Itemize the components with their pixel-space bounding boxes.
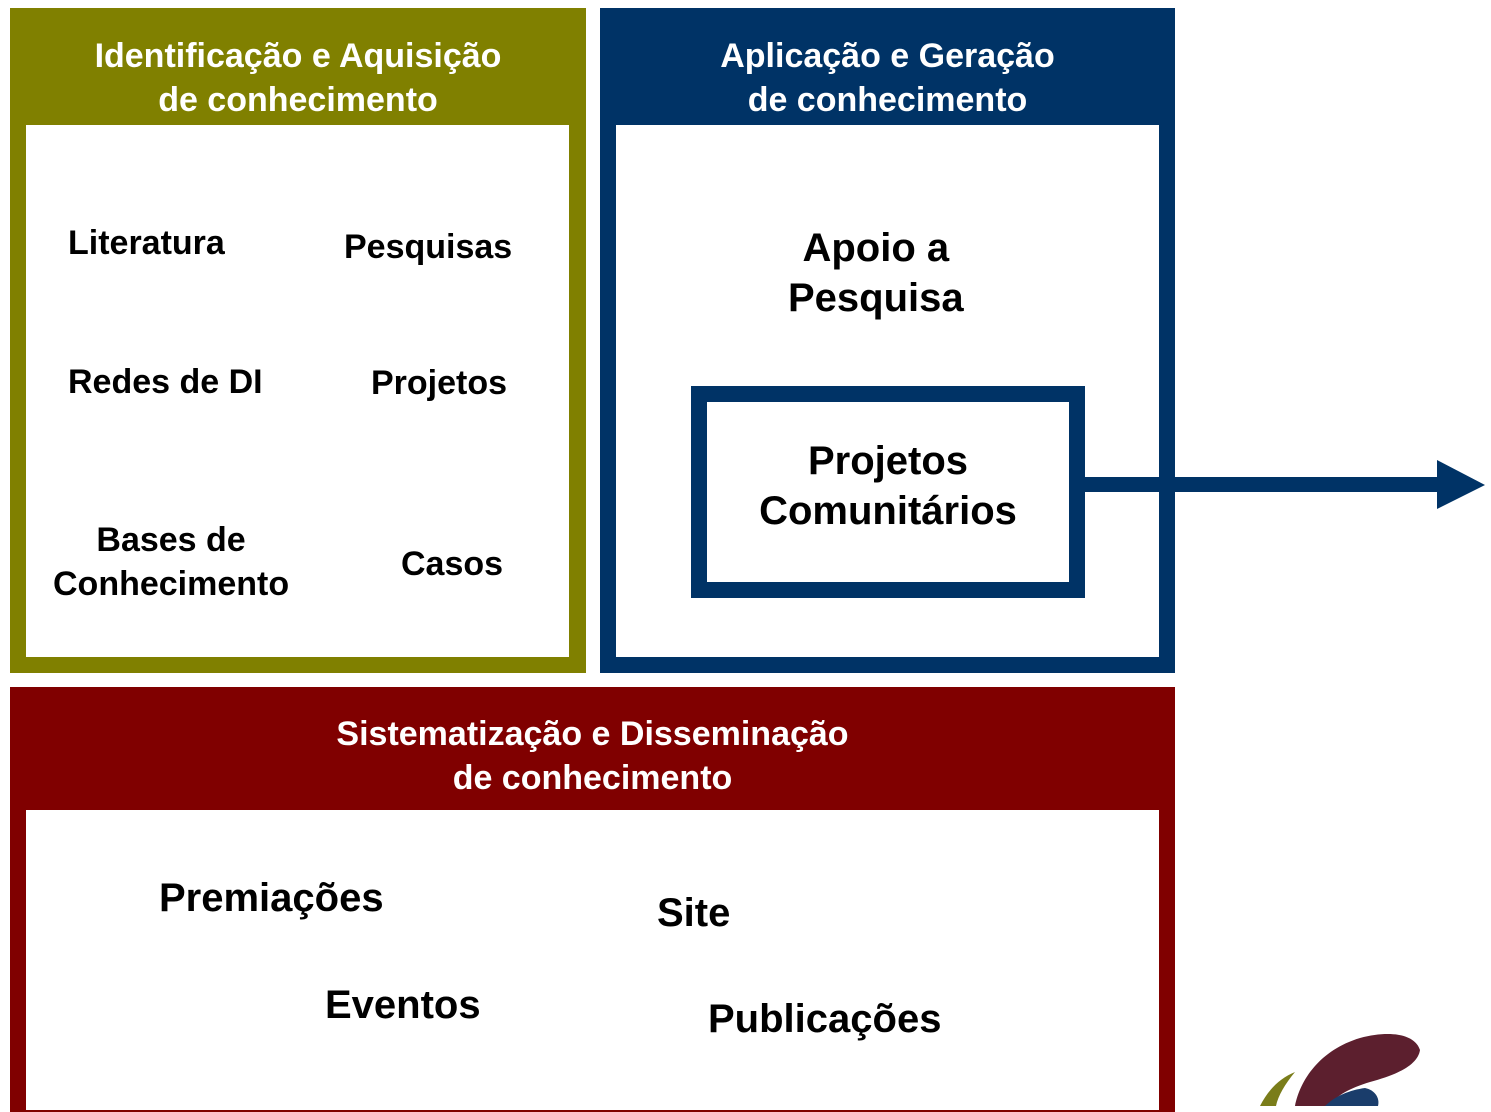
panel-systematization-body: Premiações Site Eventos Publicações — [26, 810, 1159, 1110]
panel-application-title: Aplicação e Geração de conhecimento — [720, 37, 1055, 119]
item-site: Site — [657, 891, 731, 935]
panel-identification-title: Identificação e Aquisição de conheciment… — [94, 37, 502, 119]
panel-identification: Identificação e Aquisição de conheciment… — [10, 8, 586, 673]
item-literatura: Literatura — [68, 224, 225, 262]
item-projetos-comunitarios: Projetos Comunitários — [759, 439, 1017, 533]
item-projetos: Projetos — [371, 364, 508, 402]
item-bases-conhecimento: Bases de Conhecimento — [53, 521, 290, 603]
community-projects-box: Projetos Comunitários — [691, 386, 1085, 598]
panel-systematization: Sistematização e Disseminação de conheci… — [10, 687, 1175, 1112]
item-publicacoes: Publicações — [708, 997, 942, 1041]
item-redes-di: Redes de DI — [68, 363, 263, 401]
item-pesquisas: Pesquisas — [344, 228, 513, 266]
logo-icon — [1260, 1034, 1420, 1106]
item-eventos: Eventos — [325, 983, 481, 1027]
item-apoio-pesquisa: Apoio a Pesquisa — [788, 226, 964, 320]
item-premiacoes: Premiações — [159, 876, 384, 920]
item-casos: Casos — [401, 545, 504, 583]
panel-identification-body: Literatura Pesquisas Redes de DI Projeto… — [26, 125, 569, 657]
arrow-right-icon — [1083, 460, 1485, 509]
panel-systematization-title: Sistematização e Disseminação de conheci… — [336, 715, 849, 797]
